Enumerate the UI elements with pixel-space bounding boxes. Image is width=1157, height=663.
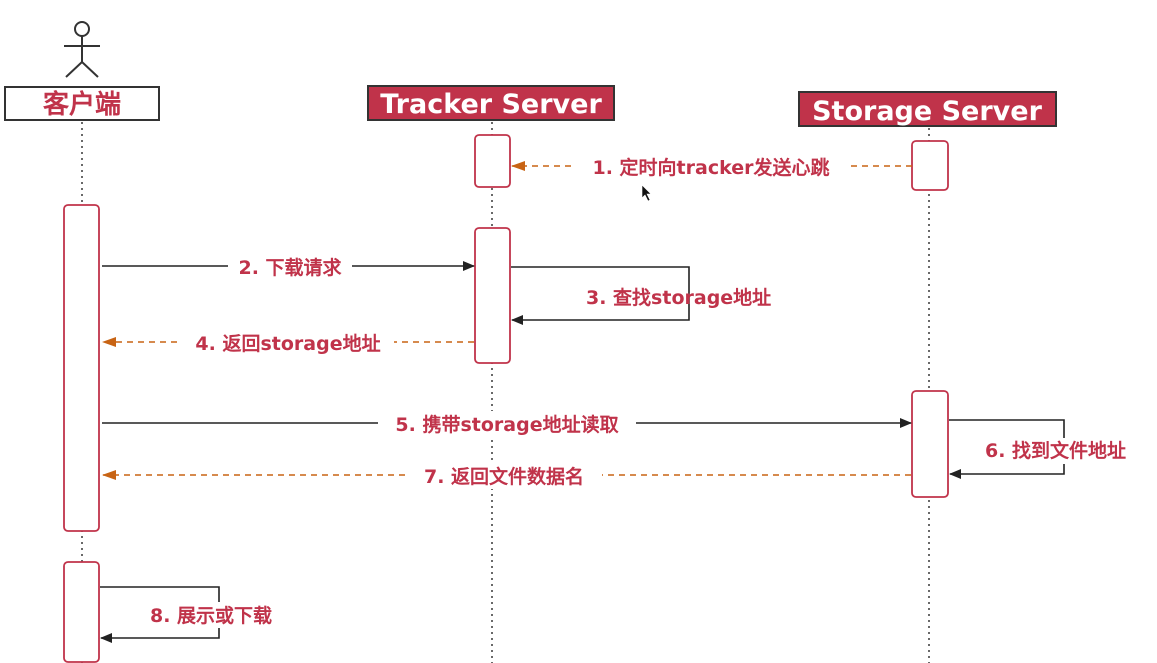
message-8-label: 8. 展示或下载: [150, 604, 272, 627]
mouse-cursor-icon: [641, 184, 652, 202]
participant-storage-name: Storage Server: [812, 96, 1042, 127]
message-4-label-bg: [182, 330, 394, 356]
actor-stick-figure-icon: [64, 21, 100, 78]
message-7-label-bg: [406, 463, 602, 489]
message-4-label: 4. 返回storage地址: [195, 332, 380, 355]
message-3-arrow: [511, 266, 690, 325]
message-7-label: 7. 返回文件数据名: [424, 465, 584, 488]
message-2-label-bg: [228, 254, 352, 280]
activation-client-1: [63, 204, 100, 532]
message-1-label-bg: [575, 154, 847, 180]
activation-storage-2: [911, 390, 949, 498]
activation-tracker-2: [474, 227, 511, 364]
message-6-label: 6. 找到文件地址: [985, 439, 1126, 462]
message-6-label-bg: [980, 438, 1150, 464]
activation-storage-1: [911, 140, 949, 191]
participant-tracker-name: Tracker Server: [380, 89, 602, 120]
participant-box-client: [4, 86, 160, 121]
activation-tracker-1: [474, 134, 511, 188]
message-1-label: 1. 定时向tracker发送心跳: [593, 156, 830, 179]
message-2-label: 2. 下载请求: [238, 256, 342, 279]
activation-client-2: [63, 561, 100, 663]
message-5-label: 5. 携带storage地址读取: [395, 413, 618, 436]
participant-box-tracker: [367, 85, 615, 121]
message-3-label: 3. 查找storage地址: [586, 286, 771, 309]
message-8-label-bg: [144, 602, 296, 628]
participant-box-storage: [798, 91, 1057, 127]
participant-client-name: 客户端: [43, 89, 121, 120]
message-5-label-bg: [378, 411, 636, 437]
